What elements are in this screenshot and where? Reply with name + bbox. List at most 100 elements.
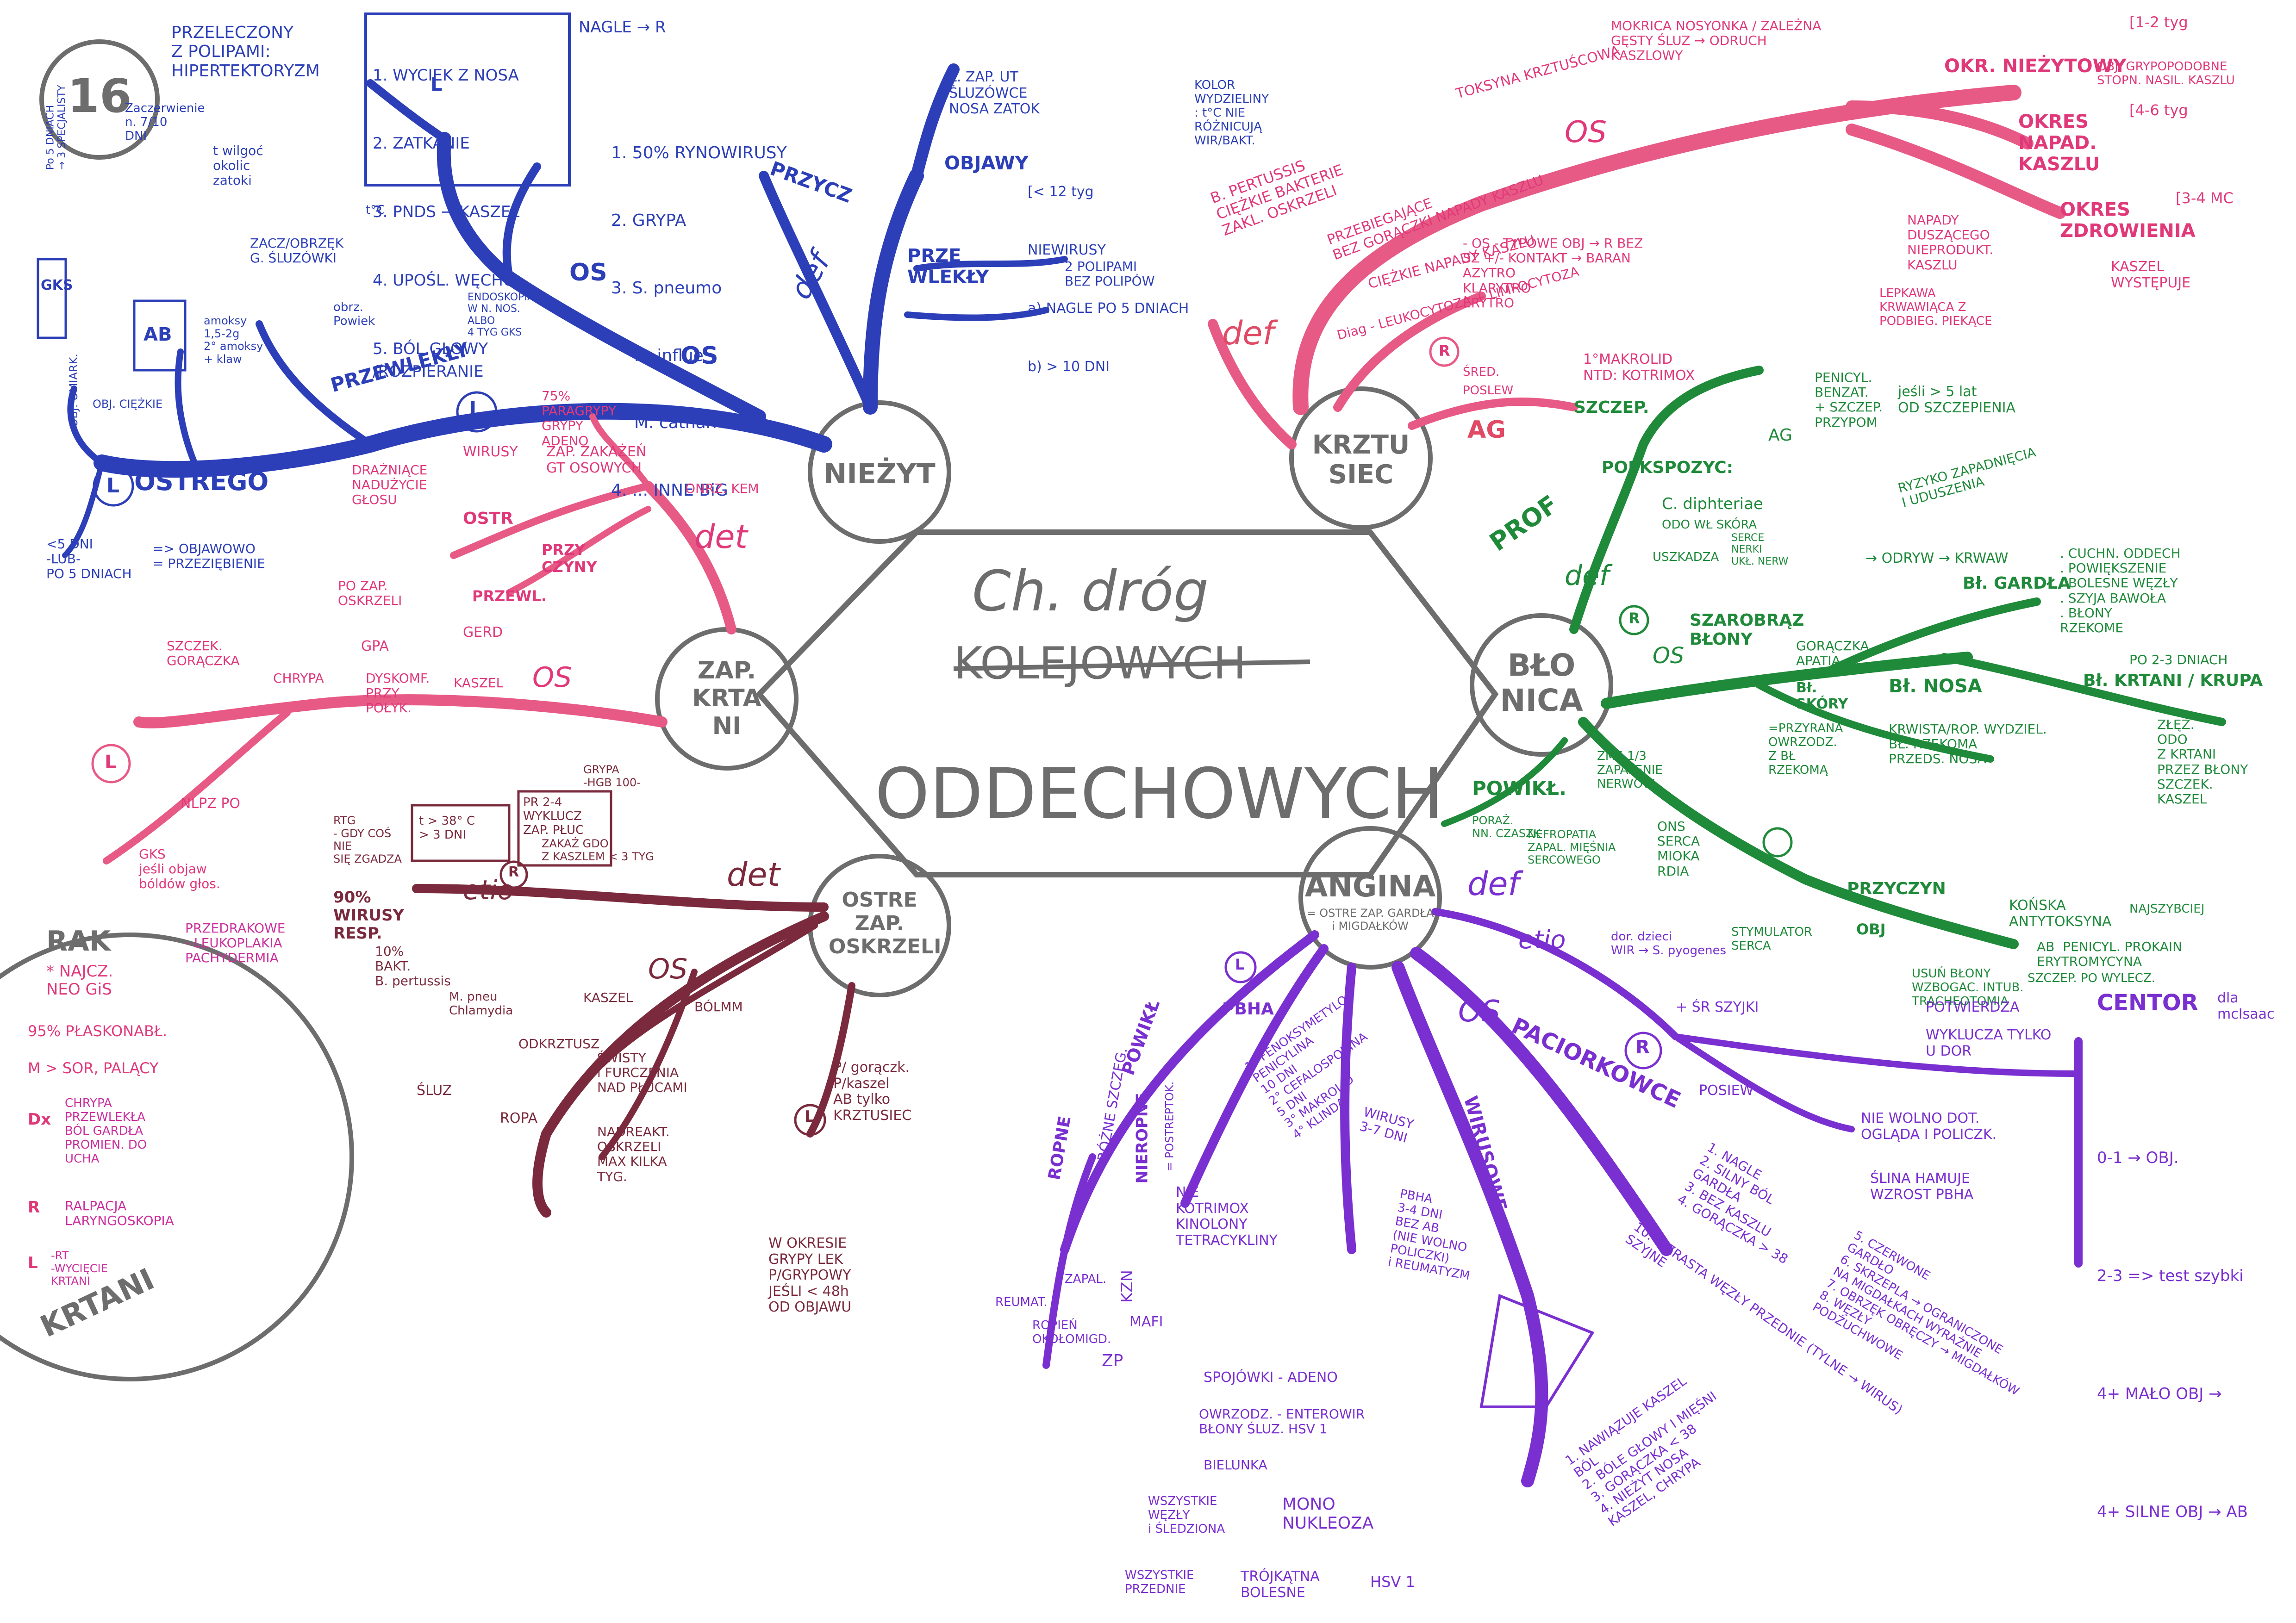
krtani-gpa: GPA [361, 638, 389, 654]
hub-ostre-zap[interactable]: OSTRE ZAP. OSKRZELI [829, 888, 942, 959]
ostrego-l-circle [93, 465, 134, 507]
krztusiec-okres-napadowy: OKRES NAPAD. KASZLU [2018, 111, 2100, 175]
angina-hsv1: HSV 1 [1370, 1573, 1415, 1591]
krztusiec-sredni: ŚRED. [1463, 365, 1500, 379]
hub-blonica[interactable]: BŁO NICA [1500, 647, 1583, 718]
rak-l-list: -RT -WYCIĘCIE KRTANI [51, 1249, 108, 1288]
niezyt-os-2: OS [680, 342, 718, 370]
krztusiec-okres-zdrow: OKRES ZDROWIENIA [2060, 199, 2196, 242]
krtani-l-circle [91, 744, 131, 784]
blonica-branches [1441, 366, 2226, 949]
box-item-5: 5. BÓL GŁOWY /ROZPIERANIE [373, 340, 488, 381]
hub-zap-krtani[interactable]: ZAP. KRTA NI [692, 657, 761, 740]
objawy-sub-2: NIEWIRUSY [1028, 242, 1106, 258]
krtani-zap-zakazen: ZAP. ZAKAŻEŃ GT OSOWYCH [546, 444, 647, 476]
krtani-parapr: 75% PARAGRYPY GRYPY ADENO [542, 388, 617, 448]
angina-nieropne: NIEROPNE [1133, 1093, 1152, 1184]
blonica-stymulator: STYMULATOR SERCA [1731, 925, 1812, 953]
center-line2: ODDECHOWYCH [875, 754, 1444, 834]
objawy-sub-3: a) NAGLE PO 5 DNIACH [1028, 300, 1189, 317]
blonica-zm-serca: ZMS 1/3 ZAPALENIE NERWÓW [1597, 749, 1663, 791]
page-number-circle [39, 39, 160, 160]
blonica-uszkadza: USZKADZA [1653, 550, 1719, 564]
blonica-jesli: jeśli > 5 lat OD SZCZEPIENIA [1898, 384, 2016, 416]
niezyt-zar-note: Zaczerwienie n. 7/10 DNI [125, 101, 205, 143]
hub-angina[interactable]: ANGINA [1304, 870, 1436, 904]
blonica-porazenie: PORAŻ. NN. CZASZK [1472, 814, 1541, 840]
angina-owrzodz: OWRZODZ. - ENTEROWIR BŁONY ŚLUZ. HSV 1 [1199, 1406, 1365, 1437]
angina-wszystkie: WSZYSTKIE WĘZŁY i ŚLEDZIONA [1148, 1494, 1225, 1536]
cause-2: 2. GRYPA [611, 211, 686, 230]
krztusiec-os: OS [1565, 115, 1607, 149]
krztusiec-okres-nap-dur: [4-6 tyg [2129, 101, 2188, 119]
angina-ropien: ROPIEŃ OKOŁOMIGD. [1032, 1318, 1111, 1346]
ostre-l-list: P/ gorączk. P/kaszel AB tylko KRZTUSIEC [833, 1059, 912, 1124]
hub-blonica-circle [1470, 613, 1613, 757]
ostre-nadreakt: NADREAKT. OSKRZELI MAX KILKA TYG. [597, 1124, 670, 1184]
angina-trojkatna: TRÓJKĄTNA BOLESNE [1241, 1568, 1320, 1601]
box-item-4: 4. UPOŚL. WĘCHU [373, 271, 515, 290]
ostre-pr-box [517, 790, 612, 867]
ostre-ropa: ROPA [500, 1110, 538, 1126]
angina-pbha: PBHA [1222, 1000, 1274, 1019]
niezyt-tc: t°C [366, 203, 385, 217]
ostre-pr: PR 2-4 WYKLUCZ ZAP. PŁUC [523, 796, 584, 837]
rak-title: RAK [46, 925, 111, 958]
hub-angina-sub: = OSTRE ZAP. GARDŁA i MIGDAŁKÓW [1306, 907, 1434, 933]
blonica-obj: OBJ [1856, 920, 1886, 938]
krtani-os: OS [532, 661, 572, 694]
angina-r-circle [1624, 1032, 1662, 1070]
niezyt-objawowe: => OBJAWOWO = PRZEZIĘBIENIE [153, 541, 265, 572]
angina-slina: ŚLINA HAMUJE WZROST PBHA [1870, 1170, 1974, 1203]
angina-nie-list: NIE KOTRIMOX KINOLONY TETRACYKLINY [1176, 1184, 1278, 1249]
cause-6: 4. ... INNE BiG [611, 481, 728, 500]
centor-row-2: 2-3 => test szybki [2097, 1267, 2244, 1285]
ostre-branches [412, 884, 855, 1218]
niezyt-obr: obrz. Powiek [333, 300, 375, 328]
krztusiec-okres-niez-dur: [1-2 tyg [2129, 13, 2188, 31]
krztusiec-lepkawa: LEPKAWA KRWAWIĄCA Z PODBIEG. PIEKĄCE [1879, 286, 1992, 328]
hub-niezyt-circle [808, 400, 951, 544]
ostre-tc: t > 38° C > 3 DNI [419, 814, 475, 842]
krtani-przyczyny: PRZY CZYNY [542, 541, 597, 576]
ostre-l: L [805, 1107, 815, 1126]
blonica-def: def [1565, 560, 1610, 592]
angina-minus-wyklucza: WYKLUCZA TYLKO U DOR [1926, 1027, 2052, 1059]
krztusiec-kaszel-wyst: KASZEL WYSTĘPUJE [2111, 259, 2191, 291]
strike-line [953, 659, 1310, 671]
ostre-rtg: RTG - GDY COŚ NIE SIĘ ZGADZA [333, 814, 402, 865]
niezyt-przyz-zap: Ł. ZAP. UT ŚLUZÓWCE NOSA ZATOK [949, 69, 1040, 117]
blonica-penicylina: PENICYL. BENZAT. + SZCZEP. PRZYPOM [1815, 370, 1883, 430]
ostre-kaszel: KASZEL [583, 990, 633, 1005]
krtani-det: det [694, 518, 748, 556]
angina-plus-szyjki: + ŚR SZYJKI [1676, 999, 1759, 1015]
ostre-b-pertussis: 10% BAKT. B. pertussis [375, 944, 451, 989]
ostre-os: OS [648, 953, 688, 985]
niezyt-l-mark: L [430, 74, 443, 95]
niezyt-symptom-box [364, 12, 571, 187]
angina-zp: ZP [1102, 1351, 1123, 1370]
niezyt-branches [62, 63, 1068, 558]
blonica-krwista: KRWISTA/ROP. WYDZIEL. BŁ. RZEKOMA PRZEDS… [1889, 721, 2047, 767]
center-struck: KOLEJOWYCH [954, 638, 1247, 689]
hub-krztusiec[interactable]: KRZTU SIEC [1312, 430, 1410, 490]
krztusiec-napady: NAPADY DUSZĄCEGO NIEPRODUKT. KASZLU [1907, 212, 1994, 273]
blonica-powiklanie: POWIKŁ. [1472, 777, 1566, 800]
blonica-szczep-po: SZCZEP. PO WYLECZ. [2028, 971, 2156, 985]
center-line1: Ch. dróg [972, 560, 1209, 624]
blonica-nefropatia: NEFROPATIA ZAPAL. MIĘŚNIA SERCOWEGO [1528, 828, 1616, 867]
blonica-szarobrazowe: SZAROBRĄZ BŁONY [1690, 611, 1804, 649]
krztusiec-okres-zdrow-dur: [3-4 MC [2176, 189, 2234, 207]
ostre-lab: GRYPA -HGB 100- [583, 763, 641, 789]
rak-nazwa: * NAJCZ. NEO GiS [46, 962, 113, 999]
hub-niezyt[interactable]: NIEŻYT [824, 458, 936, 490]
krtani-wirusy: WIRUSY [463, 444, 518, 460]
blonica-poekspozycyjna: POEKSPOZYC: [1602, 458, 1734, 477]
angina-os: OS [1458, 995, 1500, 1029]
krztusiec-ag: AG [1467, 416, 1506, 444]
rak-przed: PRZEDRAKOWE - LEUKOPLAKIA PACHYDERMIA [185, 920, 286, 966]
objawy-sub-4: b) > 10 DNI [1028, 359, 1110, 375]
niezyt-objawy: OBJAWY [944, 153, 1029, 174]
rak-dx: Dx [28, 1110, 51, 1129]
angina-l-circle [1224, 951, 1257, 983]
